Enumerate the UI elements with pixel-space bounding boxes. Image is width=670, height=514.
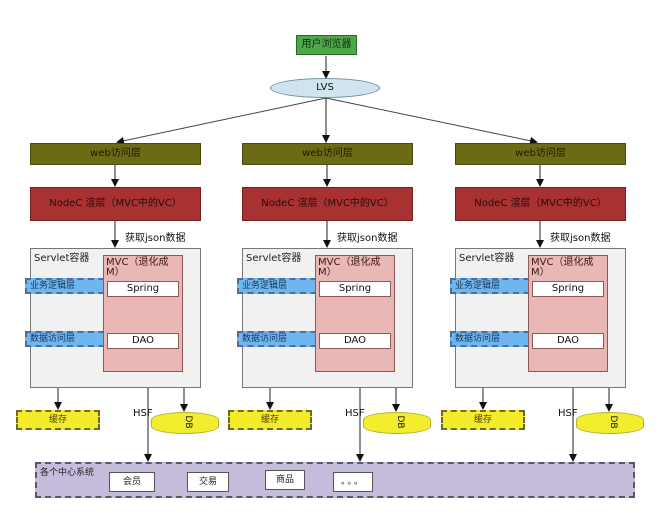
data-access-label: 数据访问层 xyxy=(455,334,501,344)
hsf-label: HSF xyxy=(133,408,153,419)
data-access-label: 数据访问层 xyxy=(242,334,288,344)
nodec-label: NodeC 渲层（MVC中的VC） xyxy=(474,198,607,209)
spring-box: Spring xyxy=(319,281,391,297)
browser-label: 用户浏览器 xyxy=(301,39,352,50)
db-node: DB xyxy=(576,412,644,434)
dao-box: DAO xyxy=(532,333,604,349)
mvc-model-box: MVC（退化成M） Spring DAO xyxy=(315,255,395,372)
lvs-node: LVS xyxy=(270,78,380,98)
dao-label: DAO xyxy=(556,335,580,346)
business-logic-label: 业务逻辑层 xyxy=(455,281,501,291)
hsf-label: HSF xyxy=(345,408,365,419)
spring-box: Spring xyxy=(107,281,179,297)
data-access-label: 数据访问层 xyxy=(30,334,76,344)
spring-box: Spring xyxy=(532,281,604,297)
spring-label: Spring xyxy=(338,283,372,294)
service-more: 。。。 xyxy=(333,472,373,492)
dao-box: DAO xyxy=(319,333,391,349)
nodec-label: NodeC 渲层（MVC中的VC） xyxy=(49,198,182,209)
nodec-render-layer: NodeC 渲层（MVC中的VC） xyxy=(30,187,201,221)
cache-label: 缓存 xyxy=(473,415,492,425)
web-access-layer: web访问层 xyxy=(30,143,201,165)
json-fetch-label: 获取json数据 xyxy=(337,233,398,244)
db-label: DB xyxy=(183,415,193,429)
servlet-container: Servlet容器 业务逻辑层 数据访问层 MVC（退化成M） Spring D… xyxy=(237,248,413,388)
nodec-render-layer: NodeC 渲层（MVC中的VC） xyxy=(455,187,626,221)
lvs-label: LVS xyxy=(316,82,334,93)
center-systems-label: 各个中心系统 xyxy=(40,468,95,478)
servlet-container: Servlet容器 业务逻辑层 数据访问层 MVC（退化成M） Spring D… xyxy=(450,248,626,388)
db-node: DB xyxy=(363,412,431,434)
business-logic-layer: 业务逻辑层 xyxy=(25,278,115,294)
mvc-label: MVC（退化成M） xyxy=(318,257,381,278)
center-systems-box: 各个中心系统 会员 交易 商品 。。。 xyxy=(35,462,635,498)
cache-node: 缓存 xyxy=(16,410,100,430)
spring-label: Spring xyxy=(551,283,585,294)
business-logic-label: 业务逻辑层 xyxy=(242,281,288,291)
servlet-container: Servlet容器 业务逻辑层 数据访问层 MVC（退化成M） Spring D… xyxy=(25,248,201,388)
data-access-layer: 数据访问层 xyxy=(237,331,327,347)
mvc-model-box: MVC（退化成M） Spring DAO xyxy=(528,255,608,372)
browser-node: 用户浏览器 xyxy=(296,35,357,55)
service-member: 会员 xyxy=(109,472,155,492)
servlet-label: Servlet容器 xyxy=(459,253,515,264)
nodec-label: NodeC 渲层（MVC中的VC） xyxy=(261,198,394,209)
json-fetch-label: 获取json数据 xyxy=(125,233,186,244)
nodec-render-layer: NodeC 渲层（MVC中的VC） xyxy=(242,187,413,221)
cache-node: 缓存 xyxy=(441,410,525,430)
web-access-label: web访问层 xyxy=(90,148,141,159)
spring-label: Spring xyxy=(126,283,160,294)
data-access-layer: 数据访问层 xyxy=(450,331,540,347)
servlet-label: Servlet容器 xyxy=(34,253,90,264)
dao-label: DAO xyxy=(343,335,367,346)
dao-label: DAO xyxy=(131,335,155,346)
arrow-lvs-to-web-3 xyxy=(325,97,538,145)
data-access-layer: 数据访问层 xyxy=(25,331,115,347)
cache-label: 缓存 xyxy=(48,415,67,425)
db-label: DB xyxy=(608,415,618,429)
web-access-layer: web访问层 xyxy=(242,143,413,165)
db-label: DB xyxy=(395,415,405,429)
web-access-label: web访问层 xyxy=(515,148,566,159)
web-access-layer: web访问层 xyxy=(455,143,626,165)
mvc-label: MVC（退化成M） xyxy=(106,257,169,278)
service-product: 商品 xyxy=(265,470,305,490)
business-logic-layer: 业务逻辑层 xyxy=(450,278,540,294)
web-access-label: web访问层 xyxy=(302,148,353,159)
arrow-lvs-to-web-1 xyxy=(116,97,327,145)
db-node: DB xyxy=(151,412,219,434)
business-logic-label: 业务逻辑层 xyxy=(30,281,76,291)
cache-label: 缓存 xyxy=(260,415,279,425)
json-fetch-label: 获取json数据 xyxy=(550,233,611,244)
business-logic-layer: 业务逻辑层 xyxy=(237,278,327,294)
cache-node: 缓存 xyxy=(228,410,312,430)
hsf-label: HSF xyxy=(558,408,578,419)
dao-box: DAO xyxy=(107,333,179,349)
servlet-label: Servlet容器 xyxy=(246,253,302,264)
mvc-label: MVC（退化成M） xyxy=(531,257,594,278)
service-trade: 交易 xyxy=(187,472,229,492)
mvc-model-box: MVC（退化成M） Spring DAO xyxy=(103,255,183,372)
